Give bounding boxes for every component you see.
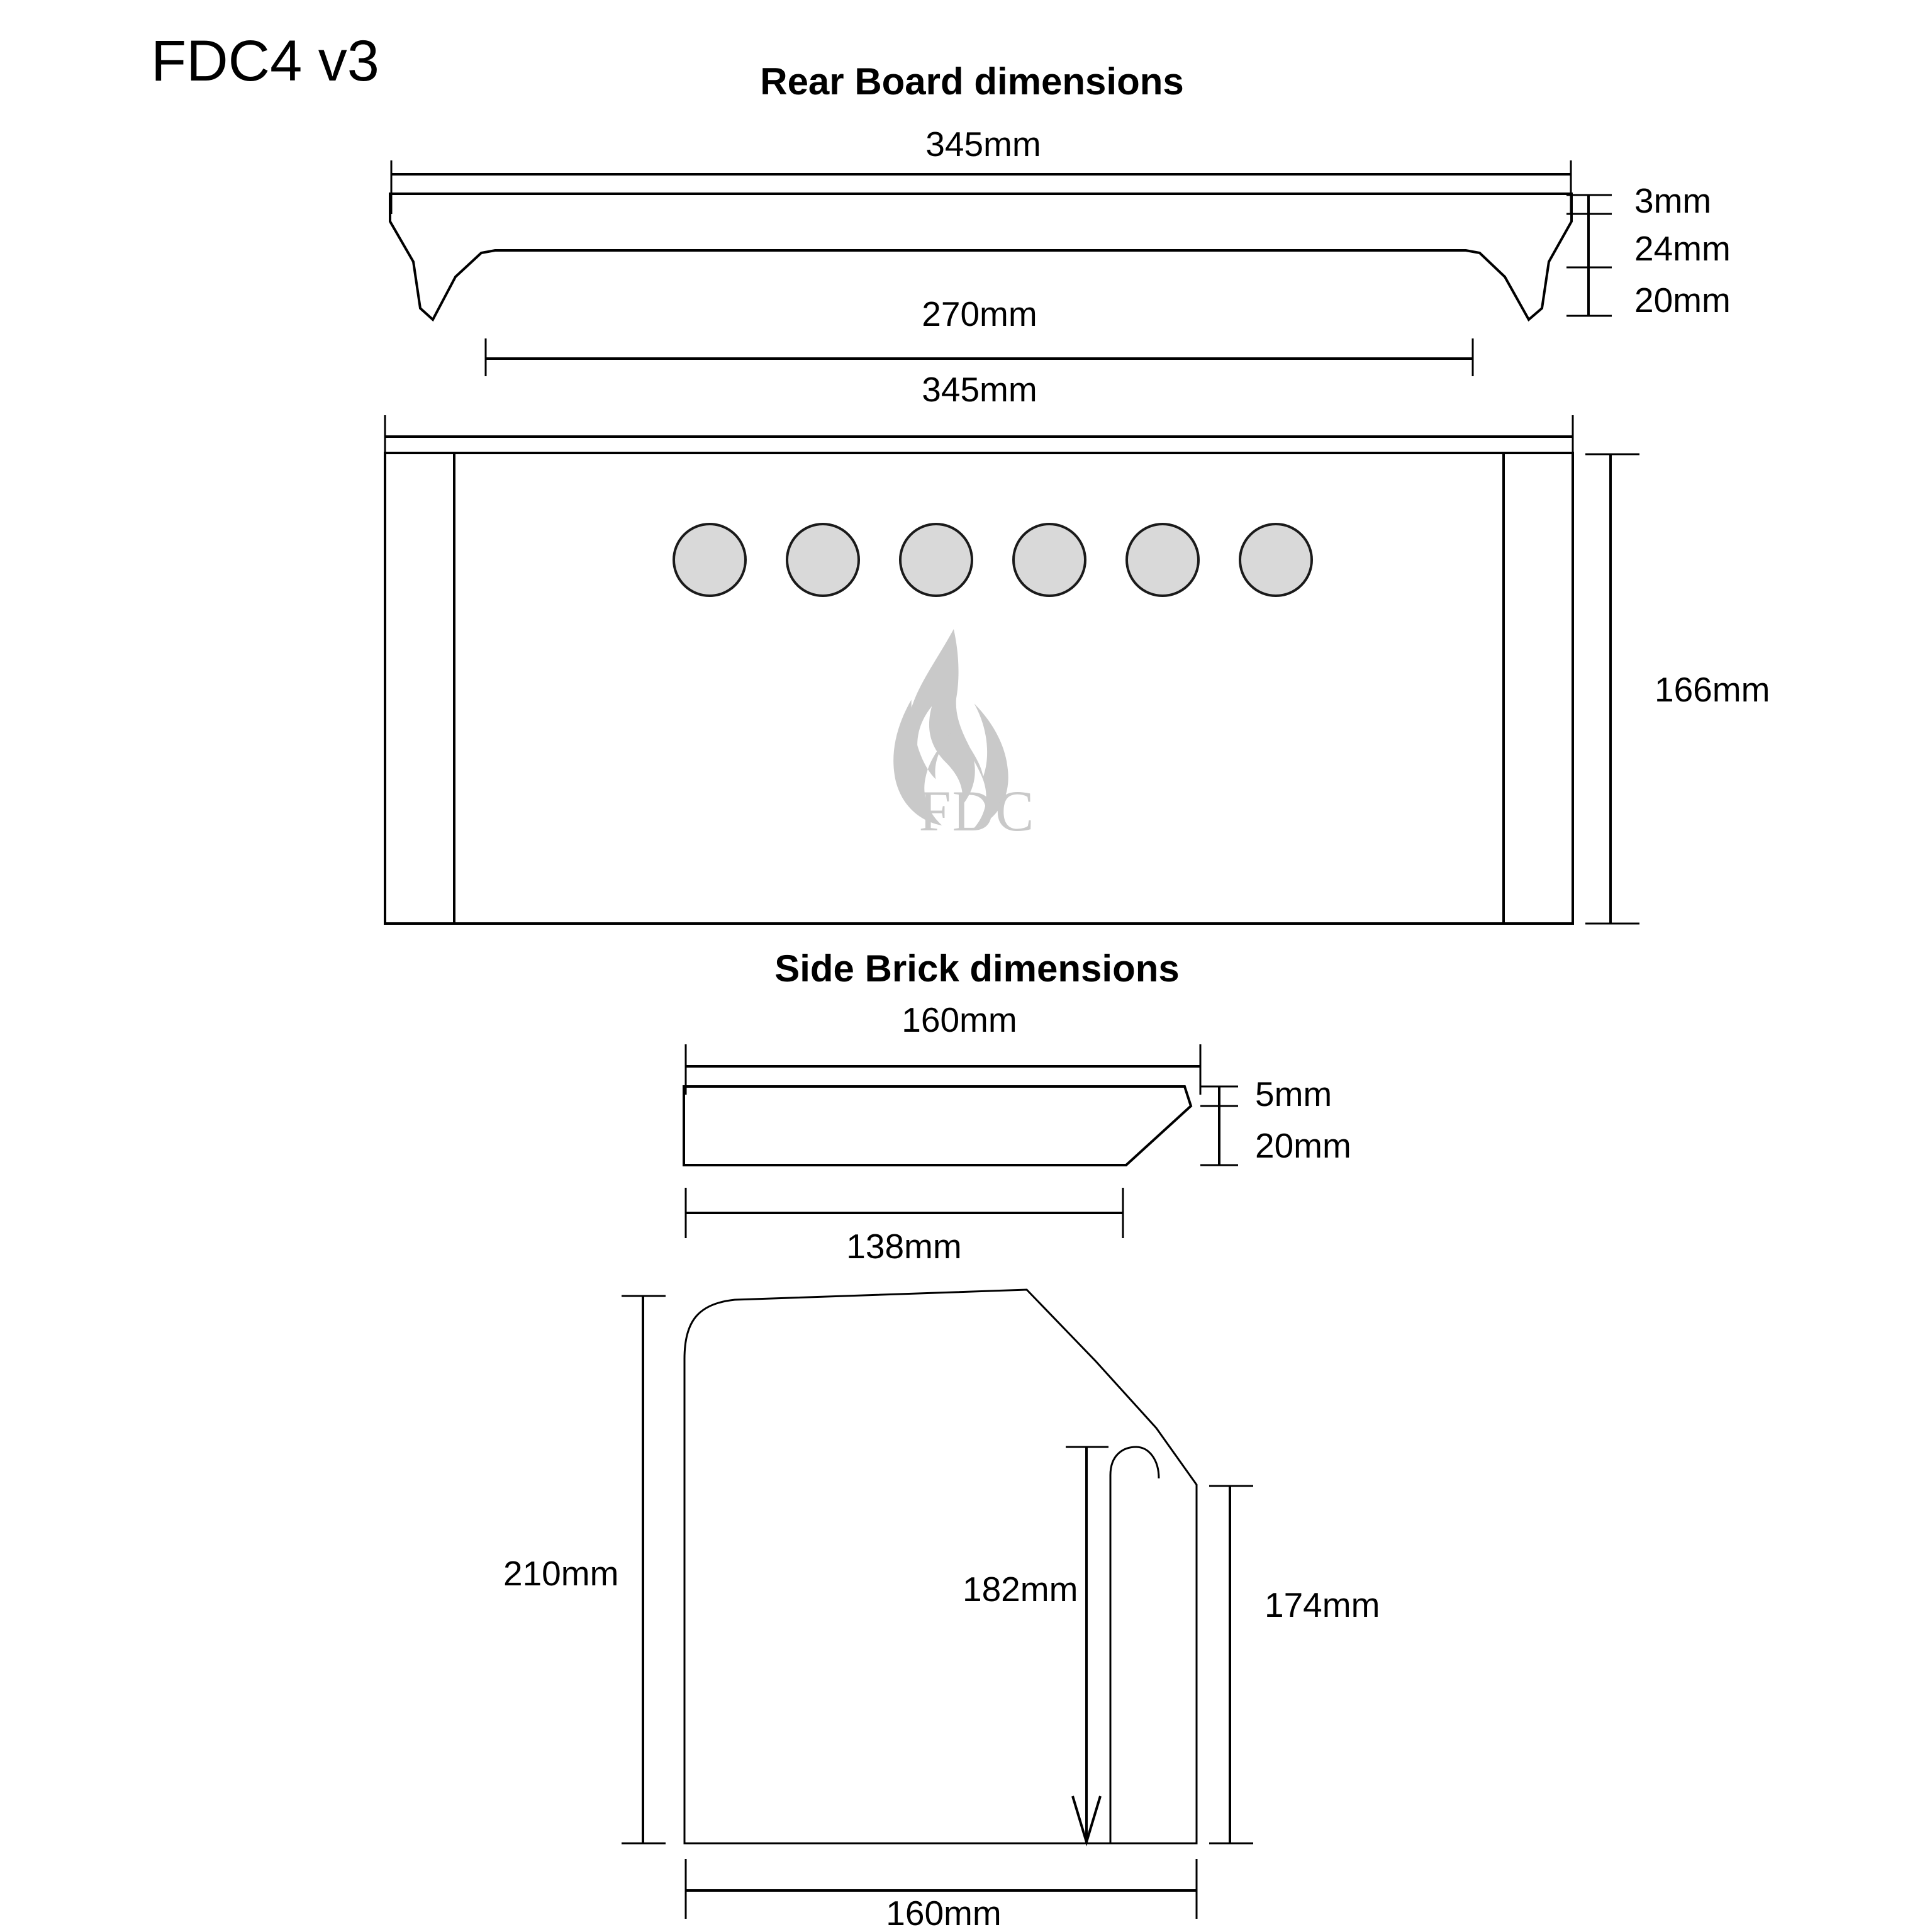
dim-345mm-front <box>384 415 1574 466</box>
dim-138mm-label: 138mm <box>846 1227 961 1266</box>
dim-160mm-bottom-label: 160mm <box>886 1894 1001 1932</box>
rear-board-profile-shape <box>389 193 1573 322</box>
page-title: FDC4 v3 <box>151 29 379 93</box>
burner-hole-group <box>673 523 1313 597</box>
dim-182mm-label: 182mm <box>963 1570 1078 1609</box>
dim-166mm-label: 166mm <box>1655 670 1770 709</box>
dim-166mm <box>1585 453 1639 925</box>
flame-icon <box>893 629 1008 830</box>
dim-3mm-label: 3mm <box>1634 181 1711 220</box>
dim-20mm-side-label: 20mm <box>1255 1126 1351 1165</box>
dim-side-profile-vertical <box>1200 1085 1238 1166</box>
side-brick-elevation-shape <box>683 1288 1198 1845</box>
rear-board-heading: Rear Board dimensions <box>760 60 1184 103</box>
dim-138mm <box>684 1188 1124 1238</box>
dim-182mm <box>1066 1446 1108 1846</box>
burner-hole-5 <box>1125 523 1200 597</box>
burner-hole-6 <box>1239 523 1313 597</box>
logo-text: FDC <box>919 779 1036 843</box>
burner-hole-1 <box>673 523 747 597</box>
dim-profile-vertical-stack <box>1566 194 1612 317</box>
dim-160mm-bottom <box>684 1859 1198 1919</box>
burner-hole-3 <box>899 523 973 597</box>
dim-345mm-front-label: 345mm <box>922 370 1037 409</box>
burner-hole-4 <box>1012 523 1086 597</box>
burner-hole-2 <box>786 523 860 597</box>
side-brick-profile-shape <box>683 1085 1193 1166</box>
dim-24mm-label: 24mm <box>1634 229 1731 268</box>
dim-20mm-top-label: 20mm <box>1634 281 1731 320</box>
dim-210mm-label: 210mm <box>503 1554 618 1593</box>
dim-210mm <box>622 1295 666 1845</box>
dim-345mm-top <box>390 160 1572 214</box>
dim-174mm <box>1209 1485 1253 1845</box>
side-brick-heading: Side Brick dimensions <box>774 947 1180 990</box>
dim-270mm-label: 270mm <box>922 294 1037 333</box>
rear-board-front-shape <box>384 452 1574 925</box>
dim-5mm-label: 5mm <box>1255 1075 1332 1114</box>
dim-345mm-top-label: 345mm <box>925 125 1041 164</box>
dim-270mm <box>484 338 1474 376</box>
dim-160mm-top-label: 160mm <box>902 1000 1017 1039</box>
dim-174mm-label: 174mm <box>1265 1585 1380 1624</box>
